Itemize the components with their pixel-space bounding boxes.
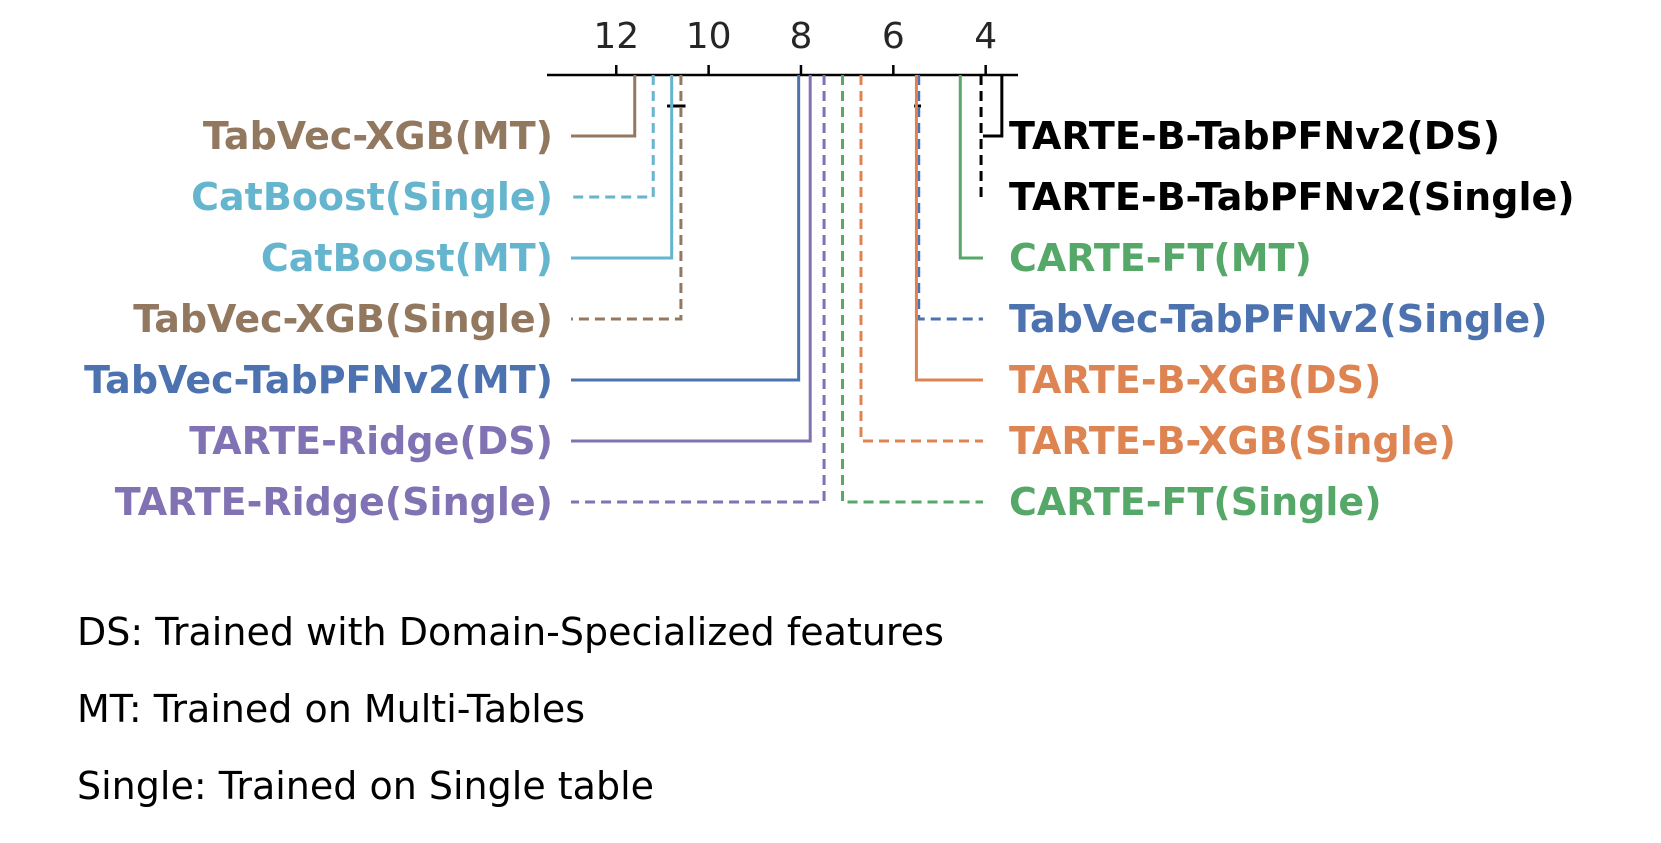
method-tarte-b-xgb-ds: TARTE-B-XGB(DS) [914,75,1381,402]
method-label: CARTE-FT(MT) [1009,236,1312,280]
method-tarte-b-tabpfnv2-ds: TARTE-B-TabPFNv2(DS) [983,75,1500,158]
method-label: TabVec-XGB(Single) [133,297,553,341]
rank-connector [571,75,674,260]
method-tarte-b-xgb-single: TARTE-B-XGB(Single) [859,75,1456,463]
legend-mt: MT: Trained on Multi-Tables [77,687,586,731]
method-label: TARTE-B-TabPFNv2(DS) [1009,114,1500,158]
method-catboost-single: CatBoost(Single) [191,75,655,219]
rank-connector [859,75,983,443]
rank-connector [983,75,1004,138]
rank-connector [571,75,826,504]
rank-connector [571,75,683,321]
method-label: CARTE-FT(Single) [1009,480,1382,524]
tick-label: 12 [593,16,639,57]
rank-connector [571,75,801,382]
rank-connector [979,75,983,199]
method-tabvec-xgb-single: TabVec-XGB(Single) [133,75,683,341]
legend-single: Single: Trained on Single table [77,764,655,808]
method-tarte-ridge-ds: TARTE-Ridge(DS) [189,75,812,463]
tick-label: 4 [974,16,997,57]
method-label: TabVec-TabPFNv2(Single) [1009,297,1548,341]
tick-label: 10 [686,16,732,57]
legend-ds: DS: Trained with Domain-Specialized feat… [77,610,944,654]
method-label: CatBoost(Single) [191,175,553,219]
critical-difference-diagram: 12 10 8 6 4 TabVec-XGB(MT) CatBoost(Single) Ca… [84,16,1575,524]
tick-label: 6 [882,16,905,57]
rank-connector [914,75,983,382]
rank-connector [917,75,983,321]
method-label: TARTE-B-XGB(Single) [1009,419,1456,463]
tick-label: 8 [790,16,813,57]
rank-connector [571,75,812,443]
method-label: TARTE-B-TabPFNv2(Single) [1009,175,1575,219]
rank-connector [958,75,983,260]
rank-connector [571,75,655,199]
rank-connector [571,75,637,138]
method-label: TabVec-XGB(MT) [203,114,553,158]
method-label: TARTE-B-XGB(DS) [1009,358,1381,402]
rank-axis: 12 10 8 6 4 [547,16,1018,77]
right-methods: TARTE-B-TabPFNv2(DS) TARTE-B-TabPFNv2(Sin… [841,75,1575,524]
method-tarte-ridge-single: TARTE-Ridge(Single) [115,75,826,524]
method-tabvec-tabpfnv2-single: TabVec-TabPFNv2(Single) [917,75,1548,341]
method-label: CatBoost(MT) [261,236,553,280]
rank-connector [841,75,983,504]
method-tarte-b-tabpfnv2-single: TARTE-B-TabPFNv2(Single) [979,75,1575,219]
method-tabvec-xgb-mt: TabVec-XGB(MT) [203,75,637,158]
method-catboost-mt: CatBoost(MT) [261,75,674,280]
abbreviation-legend: DS: Trained with Domain-Specialized feat… [77,612,944,843]
method-carte-ft-mt: CARTE-FT(MT) [958,75,1312,280]
left-methods: TabVec-XGB(MT) CatBoost(Single) CatBoost(M… [84,75,826,524]
method-tabvec-tabpfnv2-mt: TabVec-TabPFNv2(MT) [84,75,801,402]
method-carte-ft-single: CARTE-FT(Single) [841,75,1382,524]
method-label: TARTE-Ridge(Single) [115,480,553,524]
method-label: TabVec-TabPFNv2(MT) [84,358,553,402]
method-label: TARTE-Ridge(DS) [189,419,553,463]
